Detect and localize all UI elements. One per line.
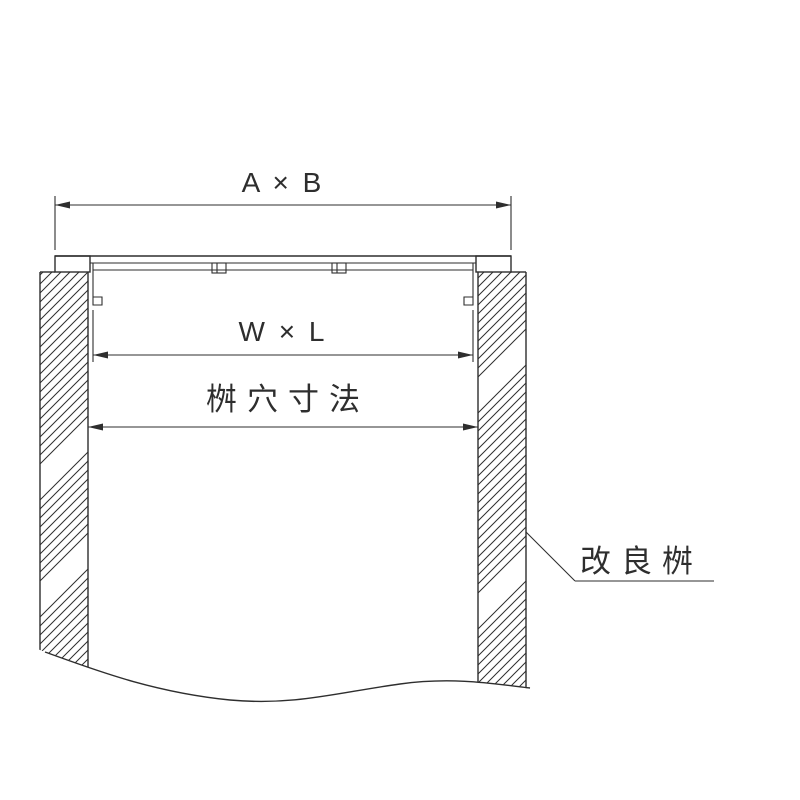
- wall-right-hatch-gap: [478, 552, 526, 628]
- lid-assembly: [40, 255, 526, 306]
- wall-left: [39, 272, 89, 702]
- leader-line: [525, 531, 576, 582]
- wall-right: [477, 272, 527, 702]
- wall-right-hatch-gap: [478, 332, 526, 408]
- frame-skirt-right: [463, 263, 474, 306]
- dimension-wl-arrow-right: [458, 351, 473, 359]
- dimension-hole-label: 桝穴寸法: [206, 382, 370, 417]
- dimension-ab-arrow-left: [55, 201, 70, 209]
- dimension-wl-arrow-left: [93, 351, 108, 359]
- dimension-hole-arrow-right: [463, 423, 478, 431]
- break-line: [44, 651, 531, 703]
- lid-clip-right: [331, 262, 347, 274]
- frame-skirt-left: [92, 263, 103, 306]
- dimension-wl-label: W × L: [239, 316, 328, 347]
- wall-left-hatch: [40, 272, 88, 702]
- dimension-ab: A × B: [54, 167, 512, 250]
- part-name-label: 改良桝: [580, 544, 703, 579]
- frame-seat-left: [54, 255, 91, 273]
- wall-right-hatch: [478, 272, 526, 702]
- wall-left-hatch-gap: [40, 538, 88, 614]
- lid-clip-left: [211, 262, 227, 274]
- wall-left-hatch-gap: [40, 420, 88, 496]
- frame-seat-right: [475, 255, 512, 273]
- dimension-hole-arrow-left: [88, 423, 103, 431]
- dimension-ab-label: A × B: [242, 167, 325, 198]
- dimension-ab-arrow-right: [496, 201, 511, 209]
- part-callout: 改良桝: [525, 531, 714, 582]
- dimension-hole: 桝穴寸法: [88, 382, 478, 431]
- dimension-wl: W × L: [92, 310, 474, 362]
